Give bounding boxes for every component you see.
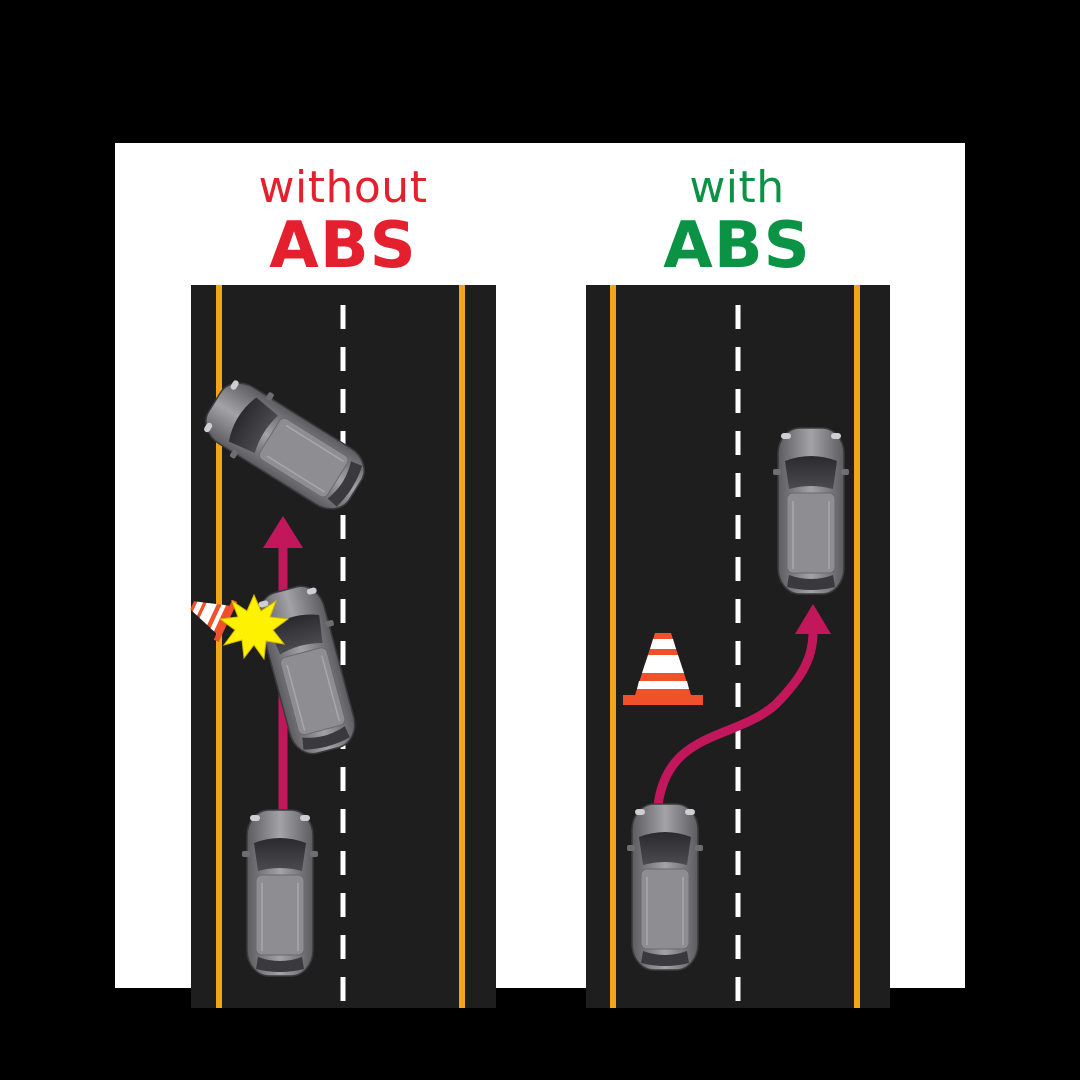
abs-label-left: ABS xyxy=(269,209,417,283)
without-label: without xyxy=(258,162,428,213)
with-label: with xyxy=(689,162,785,213)
car-icon xyxy=(241,809,319,977)
right-road-edge-line-left xyxy=(610,285,616,1008)
right-road-edge-line-right xyxy=(854,285,860,1008)
car-icon xyxy=(772,427,850,595)
left-road-edge-line-right xyxy=(459,285,465,1008)
impact-burst-icon xyxy=(218,593,290,661)
car-icon xyxy=(626,803,704,971)
left-road-edge-line-left xyxy=(216,285,222,1008)
with-abs-heading: with ABS xyxy=(587,162,887,283)
abs-label-right: ABS xyxy=(663,209,811,283)
right-path-arrow-icon xyxy=(653,604,831,806)
without-abs-heading: without ABS xyxy=(193,162,493,283)
